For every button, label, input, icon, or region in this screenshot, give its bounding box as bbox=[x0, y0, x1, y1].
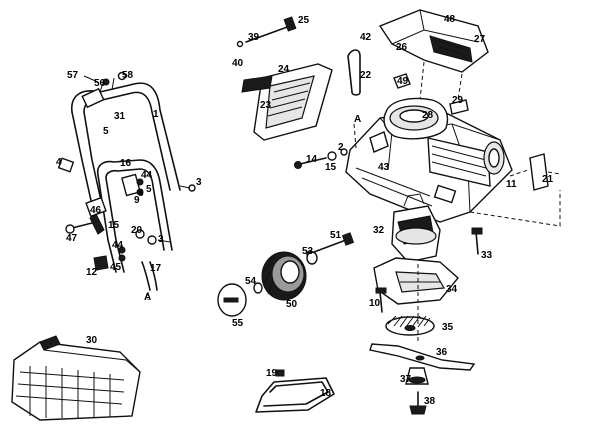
label-part-47: 47 bbox=[66, 233, 78, 244]
label-part-5a: 5 bbox=[103, 126, 109, 137]
label-part-53: 53 bbox=[302, 246, 314, 257]
hinge-rod bbox=[347, 49, 361, 96]
label-reference-a-top: A bbox=[354, 114, 361, 125]
label-part-5b: 5 bbox=[146, 184, 152, 195]
label-part-8: 8 bbox=[138, 188, 144, 199]
label-part-3a: 3 bbox=[196, 177, 202, 188]
label-part-37: 37 bbox=[400, 374, 412, 385]
label-part-48: 48 bbox=[444, 14, 456, 25]
label-part-12: 12 bbox=[86, 267, 98, 278]
label-part-26: 26 bbox=[396, 42, 408, 53]
label-part-34: 34 bbox=[446, 284, 458, 295]
label-part-3b: 3 bbox=[158, 234, 164, 245]
label-part-21: 21 bbox=[542, 174, 554, 185]
label-reference-a-bottom: A bbox=[144, 292, 151, 303]
label-part-10: 10 bbox=[369, 298, 381, 309]
long-bolt bbox=[236, 16, 297, 48]
motor-cover-plate bbox=[373, 257, 459, 305]
label-part-50: 50 bbox=[286, 299, 298, 310]
label-part-54: 54 bbox=[245, 276, 257, 287]
label-part-29: 29 bbox=[452, 95, 464, 106]
label-part-20: 20 bbox=[131, 225, 143, 236]
label-part-24: 24 bbox=[278, 64, 290, 75]
blade-bolt bbox=[409, 391, 427, 415]
small-label-plate bbox=[393, 73, 411, 89]
cover-plate bbox=[253, 63, 333, 141]
cover-insert bbox=[241, 75, 273, 93]
label-part-27: 27 bbox=[474, 34, 486, 45]
blade bbox=[369, 343, 476, 371]
grass-collector-box bbox=[11, 335, 141, 421]
label-part-40: 40 bbox=[232, 58, 244, 69]
label-part-23: 23 bbox=[260, 100, 272, 111]
wheel-nut bbox=[253, 282, 263, 294]
label-part-55: 55 bbox=[232, 318, 244, 329]
blade-adapter bbox=[405, 367, 429, 385]
label-part-9: 9 bbox=[134, 195, 140, 206]
label-part-32: 32 bbox=[373, 225, 385, 236]
label-part-46: 46 bbox=[90, 205, 102, 216]
label-part-2: 2 bbox=[338, 142, 344, 153]
label-part-33: 33 bbox=[481, 250, 493, 261]
label-part-44b: 44 bbox=[112, 240, 124, 251]
top-cover bbox=[378, 9, 489, 73]
label-part-45: 45 bbox=[110, 262, 122, 273]
label-part-43: 43 bbox=[378, 162, 390, 173]
fan-impeller bbox=[385, 315, 435, 336]
label-part-39: 39 bbox=[248, 32, 260, 43]
wheel bbox=[261, 251, 307, 301]
label-part-57: 57 bbox=[67, 70, 79, 81]
label-part-38: 38 bbox=[424, 396, 436, 407]
cover-dash-lines bbox=[419, 61, 463, 113]
label-part-31: 31 bbox=[114, 111, 126, 122]
label-part-11: 11 bbox=[506, 179, 517, 190]
wheel-washer bbox=[306, 251, 318, 265]
small-label-plate-2 bbox=[449, 99, 469, 115]
label-part-1: 1 bbox=[153, 109, 159, 120]
label-part-49: 49 bbox=[397, 76, 409, 87]
label-part-18: 18 bbox=[320, 388, 332, 399]
label-part-28: 28 bbox=[422, 110, 434, 121]
label-part-16: 16 bbox=[120, 158, 132, 169]
motor bbox=[391, 193, 441, 263]
motor-bolt bbox=[471, 227, 483, 255]
label-part-56: 56 bbox=[94, 78, 106, 89]
label-part-15b: 15 bbox=[108, 220, 120, 231]
bracket-dash bbox=[509, 169, 561, 177]
label-part-25: 25 bbox=[298, 15, 310, 26]
mower-housing bbox=[345, 97, 513, 223]
hub-cap bbox=[217, 283, 247, 317]
label-part-4: 4 bbox=[56, 157, 62, 168]
housing-bolts bbox=[294, 148, 348, 169]
label-part-58: 58 bbox=[122, 70, 134, 81]
label-part-30: 30 bbox=[86, 335, 98, 346]
label-part-35: 35 bbox=[442, 322, 454, 333]
label-part-44a: 44 bbox=[141, 170, 153, 181]
label-part-15a: 15 bbox=[325, 162, 337, 173]
label-part-42: 42 bbox=[360, 32, 372, 43]
handle-clamp-parts bbox=[57, 71, 196, 271]
label-part-22: 22 bbox=[360, 70, 372, 81]
label-part-14: 14 bbox=[306, 154, 318, 165]
housing-dash-lines bbox=[353, 123, 561, 227]
label-part-51: 51 bbox=[330, 230, 342, 241]
screw-10 bbox=[375, 287, 387, 313]
part-labels: 1 2 3 3 4 5 5 8 9 10 11 12 14 15 15 16 1… bbox=[56, 14, 554, 407]
rear-bar bbox=[255, 369, 335, 413]
label-part-19: 19 bbox=[266, 368, 278, 379]
label-part-17: 17 bbox=[150, 263, 162, 274]
label-part-36: 36 bbox=[436, 347, 448, 358]
side-bracket bbox=[529, 153, 549, 191]
